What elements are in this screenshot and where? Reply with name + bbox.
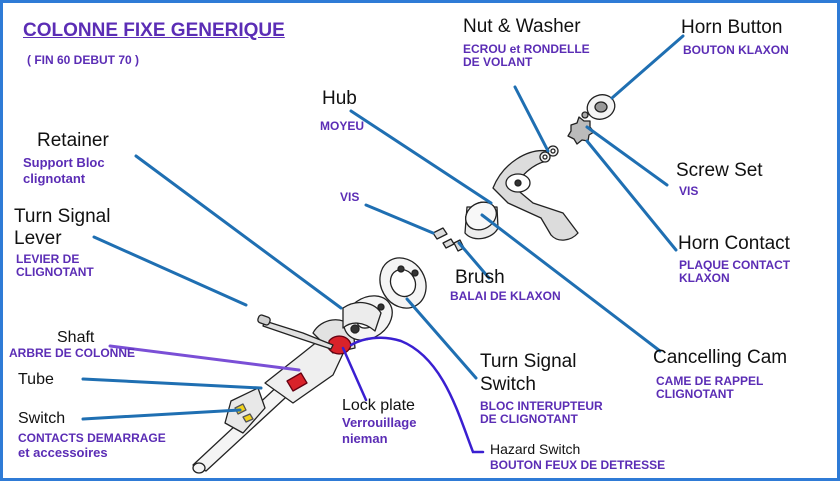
label-nut-washer-en: Nut & Washer [463,16,581,37]
label-switch-en: Switch [18,410,66,427]
retainer-part [342,301,382,332]
leader-lines [81,34,685,421]
label-lock-plate-fr2: nieman [342,431,388,446]
label-turn-signal-switch-fr1: BLOC INTERUPTEUR [480,399,603,413]
label-tube-en: Tube [18,371,54,388]
label-screw-set-fr: VIS [679,184,699,198]
label-screw-set-en: Screw Set [676,160,763,181]
leader-hub [349,109,493,205]
label-shaft-fr: ARBRE DE COLONNE [9,346,136,360]
label-switch-fr2: et accessoires [18,445,108,460]
label-turn-signal-lever-en1: Turn Signal [14,206,111,227]
leader-lock-plate [341,346,368,402]
diagram-subtitle: ( FIN 60 DEBUT 70 ) [27,53,140,67]
label-cancelling-cam-en: Cancelling Cam [653,347,788,368]
leader-screw-set [585,125,669,187]
label-nut-washer-fr1: ECROU et RONDELLE [463,42,590,56]
label-turn-signal-lever-fr2: CLIGNOTANT [16,265,94,279]
lever-knob-part [257,314,271,326]
label-cancelling-cam-fr1: CAME DE RAPPEL [656,374,764,388]
diagram-title: COLONNE FIXE GENERIQUE [23,20,285,41]
label-hazard-switch-fr: BOUTON FEUX DE DETRESSE [490,458,666,472]
label-horn-contact-fr2: KLAXON [679,271,730,285]
label-retainer-fr2: clignotant [23,171,86,186]
leader-vis [364,203,435,235]
label-nut-washer-fr2: DE VOLANT [463,55,533,69]
label-turn-signal-switch-en1: Turn Signal [480,351,577,372]
exploded-column-illustration [81,34,685,474]
leader-horn-button [610,34,685,100]
leader-tube [81,377,263,390]
label-turn-signal-switch-en2: Switch [480,374,536,395]
label-horn-button-en: Horn Button [681,17,783,38]
column-end-cap [192,462,206,474]
leader-nut-washer [513,85,550,153]
screw-set-part [567,116,595,145]
leader-hazard-switch [349,336,485,454]
leader-shaft [108,344,301,372]
label-retainer-en: Retainer [37,130,109,151]
label-lock-plate-en: Lock plate [342,397,415,414]
hub-part [492,150,579,241]
label-turn-signal-lever-en2: Lever [14,228,62,249]
leader-horn-contact [585,139,678,252]
label-switch-fr1: CONTACTS DEMARRAGE [18,431,166,445]
label-brush-fr: BALAI DE KLAXON [450,289,561,303]
leader-turn-signal-switch [405,297,478,380]
leader-switch [81,408,242,421]
label-hazard-switch-en: Hazard Switch [490,441,581,457]
leader-cancelling-cam [480,213,662,353]
turn-signal-lever-part [262,320,334,350]
label-horn-contact-en: Horn Contact [678,233,790,254]
shaft-collar-part [286,372,308,392]
label-brush-en: Brush [455,267,505,288]
label-vis-fr: VIS [340,190,360,204]
leader-brush [457,241,491,280]
label-retainer-fr1: Support Bloc [23,155,105,170]
label-hub-fr: MOYEU [320,119,365,133]
label-cancelling-cam-fr2: CLIGNOTANT [656,387,734,401]
label-horn-button-fr: BOUTON KLAXON [683,43,789,57]
leader-retainer [134,154,343,310]
label-turn-signal-switch-fr2: DE CLIGNOTANT [480,412,578,426]
label-shaft-en: Shaft [57,329,95,346]
label-lock-plate-fr1: Verrouillage [342,415,417,430]
label-horn-contact-fr1: PLAQUE CONTACT [679,258,791,272]
leader-turn-signal-lever [92,235,248,307]
label-turn-signal-lever-fr1: LEVIER DE [16,252,80,266]
label-hub-en: Hub [322,88,357,109]
